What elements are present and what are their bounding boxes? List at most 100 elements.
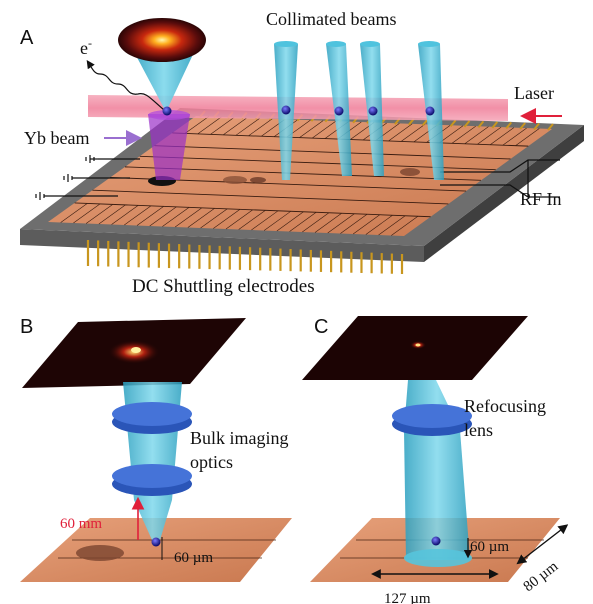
ion [162,106,172,116]
electrode-segment [391,216,419,236]
bulk-optics-label-1: Bulk imaging [190,428,289,448]
dc-pin-top [491,121,499,129]
electrode-segment [388,123,413,142]
ground-symbols [35,155,140,200]
electrode-line [154,145,511,160]
laser-label: Laser [514,83,554,103]
laser-beam [88,95,508,121]
fluorescence-image [118,18,206,62]
electrode-line [74,202,431,218]
panel-b-letter: B [20,316,33,338]
refocusing-lens [392,404,472,436]
ions-panel-a [162,105,435,116]
panel-a-letter: A [20,27,34,49]
electrode-segment [464,126,489,145]
electrode-segment [60,203,88,223]
electrode-segment [276,211,304,232]
trap-feature-b [76,545,124,561]
ion [334,106,344,116]
electrode-segment [251,210,279,231]
electrode-segment [289,212,317,232]
electrode-segment [263,211,291,231]
electrode-segment [136,206,164,226]
ion [281,105,291,115]
width-arrow-c [516,524,569,565]
electrode-segment [302,212,330,233]
refocusing-lens-label-1: Refocusing [464,396,546,416]
electrode-segment [439,125,464,144]
ion-c [431,536,441,546]
width-label-c: 80 µm [521,558,562,595]
chip-edge-right [424,125,584,262]
electrode-segment [174,207,202,228]
electrode-segment [162,207,190,227]
electrode-segment [378,215,406,236]
length-label-c: 127 µm [384,591,431,604]
electrode-segment [299,120,324,138]
ion [425,106,435,116]
electrode-segment [502,127,527,146]
beam-footprint-c [404,549,472,567]
dc-pin-top [533,122,540,131]
electrode-segment [235,118,260,136]
bulk-lens-lower [112,464,192,496]
electrode-segment [401,124,426,142]
dc-pin-top [463,120,471,128]
panel-a: A [20,9,584,297]
dc-electrodes-label: DC Shuttling electrodes [132,276,315,297]
bulk-lens-upper [112,402,192,434]
electrode-segment [85,204,113,224]
electrode-segment [352,214,380,235]
electrode-segment [223,117,248,136]
dc-pin-top [477,120,485,129]
electrode-segment [327,213,355,234]
electrode-segment [111,205,139,225]
electrode-segment [213,209,241,229]
chip-surface-b [20,518,292,582]
electrode-segment [312,120,337,139]
electrode-segment [200,208,228,229]
ion-b [151,537,161,547]
trap-feature-3 [400,168,420,176]
dc-pins-bottom [86,240,404,274]
yb-beam [148,114,190,180]
electron-path [86,60,165,111]
panel-c-letter: C [314,316,328,338]
bulk-optics-label-2: optics [190,452,233,472]
electrode-segment [73,203,101,224]
trap-feature-2 [250,177,266,183]
electrode-segment [365,215,393,235]
panel-b: B 60 mm 60 µm Bulk imaging optics [20,316,292,582]
electrode-segment [248,118,273,137]
electrode-segment [515,128,540,146]
electrode-segment [197,116,222,135]
electrode-segment [98,204,126,225]
chip-edge [20,229,424,262]
spot-label-c: 60 µm [470,539,509,555]
panel-c: C 60 µm 127 µm 80 µm Refocusing lens [302,316,569,604]
electrode-line [92,189,449,205]
electrode-segment [490,127,515,145]
imaging-cone [132,48,196,112]
electrode-segment [340,214,368,234]
spot-label-b: 60 µm [174,550,213,566]
distance-label-b: 60 mm [60,516,102,532]
ion [368,106,378,116]
yb-beam-label: Yb beam [24,128,89,148]
electrode-segment [210,117,235,135]
electrode-segment [184,116,209,134]
electrode-line [124,166,481,181]
electrode-segment [124,205,152,226]
electrode-segment [314,213,342,233]
electrode-segment [225,209,253,230]
electrode-segment [238,210,266,230]
electrode-segment [477,126,502,145]
rf-in-label: RF In [520,189,562,209]
electrode-segment [451,125,476,144]
electrode-segment [149,206,177,227]
trap-feature-1 [223,176,247,184]
electrode-segment [187,208,215,228]
refocusing-lens-label-2: lens [464,420,493,440]
dc-pin-top [421,118,429,126]
